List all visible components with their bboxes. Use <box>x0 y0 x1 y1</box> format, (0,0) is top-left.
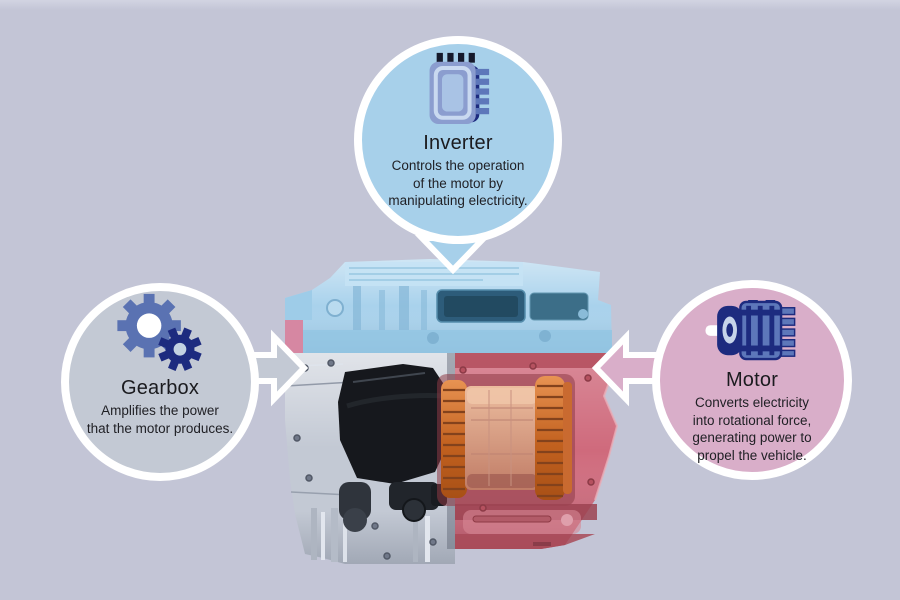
inverter-title: Inverter <box>423 132 493 154</box>
copper-rotor <box>437 374 575 506</box>
inverter-cover-lid <box>436 289 589 323</box>
electric-motor-icon <box>705 300 796 361</box>
description-line: manipulating electricity. <box>388 193 528 208</box>
inverter-callout: Inverter Controls the operation of the m… <box>354 36 562 244</box>
description-line: of the motor by <box>412 175 504 191</box>
description-line: generating power to <box>692 430 812 445</box>
inverter-section <box>285 259 612 353</box>
motor-title: Motor <box>725 369 779 391</box>
description-line: propel the vehicle. <box>697 447 807 463</box>
gearbox-callout: Gearbox Amplifies the power that the mot… <box>61 283 259 481</box>
gearbox-black-cover <box>338 364 453 484</box>
motor-description: Converts electricity into rotational for… <box>692 394 811 464</box>
inverter-chip-icon <box>429 52 490 124</box>
description-line: into rotational force, <box>692 412 812 428</box>
description-line: Controls the operation <box>391 158 525 173</box>
gearbox-description: Amplifies the power that the motor produ… <box>87 402 233 437</box>
description-line: Amplifies the power <box>101 403 219 418</box>
gears-icon <box>117 293 202 371</box>
motor-callout: Motor Converts electricity into rotation… <box>652 280 852 480</box>
left-shoulder-tint <box>285 320 303 353</box>
motor-section <box>437 353 619 549</box>
motor-arrow <box>591 329 671 407</box>
motor-bolts <box>459 362 595 512</box>
gearbox-section <box>285 353 455 564</box>
gearbox-title: Gearbox <box>120 377 200 399</box>
description-line: Converts electricity <box>694 395 810 410</box>
description-line: that the motor produces. <box>86 420 234 436</box>
powertrain-cutaway-image <box>285 259 619 564</box>
inverter-description: Controls the operation of the motor by m… <box>388 157 527 210</box>
